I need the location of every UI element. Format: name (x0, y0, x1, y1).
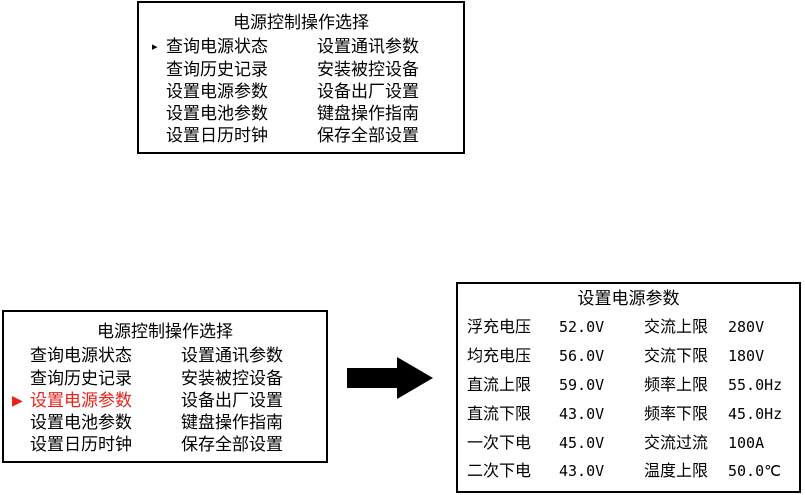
menu-item-set-comm-params[interactable]: 设置通讯参数 (317, 37, 419, 57)
param-value-ac-overcurrent[interactable]: 100A (728, 434, 765, 452)
param-label-equalize-voltage: 均充电压 (467, 346, 532, 365)
param-label-ac-overcurrent: 交流过流 (644, 433, 709, 452)
panel-title: 设置电源参数 (577, 289, 680, 309)
param-label-ac-upper-limit: 交流上限 (644, 317, 709, 336)
menu-item-factory-settings[interactable]: 设备出厂设置 (317, 82, 419, 102)
param-value-dc-upper-limit[interactable]: 59.0V (559, 376, 605, 394)
param-label-freq-upper-limit: 频率上限 (644, 375, 709, 394)
menu-item-query-power-status[interactable]: 查询电源状态 (30, 346, 132, 366)
menu-item-set-comm-params[interactable]: 设置通讯参数 (181, 346, 283, 366)
menu-item-set-calendar-clock[interactable]: 设置日历时钟 (166, 126, 268, 146)
menu-item-factory-settings[interactable]: 设备出厂设置 (181, 391, 283, 411)
menu-item-install-controlled-device[interactable]: 安装被控设备 (317, 60, 419, 80)
menu-item-set-power-params[interactable]: 设置电源参数 (30, 391, 132, 411)
menu-item-save-all-settings[interactable]: 保存全部设置 (181, 435, 283, 455)
top-menu-panel: 电源控制操作选择 ▸ 查询电源状态 查询历史记录 设置电源参数 设置电池参数 设… (137, 1, 465, 154)
power-params-panel: 设置电源参数 浮充电压 52.0V 均充电压 56.0V 直流上限 59.0V … (456, 282, 801, 493)
param-value-second-power-off[interactable]: 43.0V (559, 462, 605, 480)
menu-item-keyboard-guide[interactable]: 键盘操作指南 (317, 104, 419, 124)
menu-item-set-battery-params[interactable]: 设置电池参数 (30, 413, 132, 433)
param-label-temp-upper-limit: 温度上限 (644, 461, 709, 480)
param-value-equalize-voltage[interactable]: 56.0V (559, 347, 605, 365)
menu-item-set-power-params[interactable]: 设置电源参数 (166, 82, 268, 102)
menu-item-install-controlled-device[interactable]: 安装被控设备 (181, 369, 283, 389)
right-arrow-icon (347, 357, 433, 399)
param-label-first-power-off: 一次下电 (467, 433, 532, 452)
menu-item-set-battery-params[interactable]: 设置电池参数 (166, 104, 268, 124)
cursor-arrow-icon: ▸ (152, 40, 158, 53)
menu-item-keyboard-guide[interactable]: 键盘操作指南 (181, 413, 283, 433)
menu-item-set-calendar-clock[interactable]: 设置日历时钟 (30, 435, 132, 455)
param-label-ac-lower-limit: 交流下限 (644, 346, 709, 365)
param-label-dc-upper-limit: 直流上限 (467, 375, 532, 394)
menu-title: 电源控制操作选择 (233, 13, 369, 33)
param-value-float-voltage[interactable]: 52.0V (559, 318, 605, 336)
param-label-float-voltage: 浮充电压 (467, 317, 532, 336)
menu-item-query-power-status[interactable]: 查询电源状态 (166, 37, 268, 57)
param-label-second-power-off: 二次下电 (467, 461, 532, 480)
param-value-freq-lower-limit[interactable]: 45.0Hz (728, 405, 783, 423)
bottom-menu-panel: 电源控制操作选择 ▶ 查询电源状态 查询历史记录 设置电源参数 设置电池参数 设… (2, 310, 328, 463)
param-value-temp-upper-limit[interactable]: 50.0℃ (728, 462, 781, 480)
param-value-ac-lower-limit[interactable]: 180V (728, 347, 765, 365)
param-value-dc-lower-limit[interactable]: 43.0V (559, 405, 605, 423)
menu-item-query-history[interactable]: 查询历史记录 (30, 369, 132, 389)
param-value-ac-upper-limit[interactable]: 280V (728, 318, 765, 336)
param-label-freq-lower-limit: 频率下限 (644, 404, 709, 423)
menu-title: 电源控制操作选择 (97, 322, 233, 342)
param-label-dc-lower-limit: 直流下限 (467, 404, 532, 423)
param-value-first-power-off[interactable]: 45.0V (559, 434, 605, 452)
menu-item-query-history[interactable]: 查询历史记录 (166, 60, 268, 80)
menu-item-save-all-settings[interactable]: 保存全部设置 (317, 126, 419, 146)
cursor-arrow-icon: ▶ (12, 393, 23, 409)
param-value-freq-upper-limit[interactable]: 55.0Hz (728, 376, 783, 394)
